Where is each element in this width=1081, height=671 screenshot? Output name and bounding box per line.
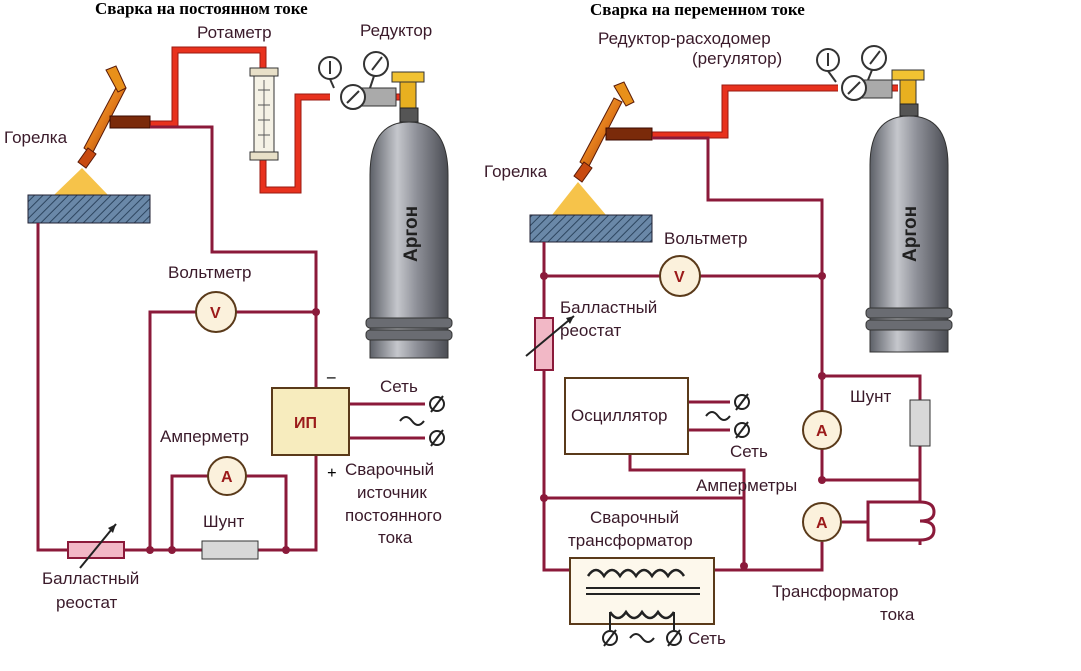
title-dc: Сварка на постоянном токе [95,0,308,18]
svg-text:A: A [816,423,828,440]
title-ac: Сварка на переменном токе [590,0,805,19]
current-transformer-label-2: тока [880,605,915,624]
svg-text:V: V [210,305,221,322]
ammeters-label: Амперметры [696,476,797,495]
ac-shunt [909,399,931,447]
dc-torch-label: Горелка [4,128,68,147]
ac-torch-label: Горелка [484,162,548,181]
svg-text:A: A [221,469,233,486]
dc-ballast-rheostat [67,523,125,569]
ac-network-label-1: Сеть [730,442,768,461]
dc-ammeter-label: Амперметр [160,427,249,446]
dc-workpiece [27,194,151,224]
dc-circuit: Ротаметр Редуктор Аргон [4,21,453,612]
ac-wires [542,136,922,572]
dc-reducer-label: Редуктор [360,21,432,40]
current-transformer-label-1: Трансформатор [772,582,898,601]
welding-transformer [569,557,715,630]
plus-sign: + [327,463,337,482]
rotameter [249,67,279,161]
ac-ballast-label-1: Балластный [560,298,657,317]
ac-network-terminals-2 [602,629,682,647]
svg-text:V: V [674,269,685,286]
ac-reducer-label-2: (регулятор) [692,49,782,68]
welding-source-label-3: постоянного [345,506,442,525]
dc-argon-cylinder: Аргон [365,107,453,359]
ac-gas-hose [652,85,838,138]
dc-power-source: ИП [271,387,350,456]
dc-voltmeter-label: Вольтметр [168,263,251,282]
dc-network-label: Сеть [380,377,418,396]
oscillator-label: Осциллятор [571,406,668,425]
ac-workpiece [529,214,653,243]
svg-text:A: A [816,515,828,532]
dc-network-terminals [399,395,445,447]
dc-torch [54,65,151,195]
ac-ammeter-2: A [802,502,842,542]
ac-reducer [816,45,925,105]
ps-label: ИП [294,415,317,432]
ac-voltmeter-label: Вольтметр [664,229,747,248]
dc-wires [36,125,425,552]
ac-circuit: Редуктор-расходомер (регулятор) [484,29,953,648]
dc-ballast-label-2: реостат [56,593,118,612]
transformer-label-1: Сварочный [590,508,679,527]
transformer-label-2: трансформатор [568,531,693,550]
dc-cylinder-label: Аргон [401,206,422,262]
dc-ammeter: A [207,456,247,496]
dc-shunt [201,540,259,560]
ac-network-label-2: Сеть [688,629,726,648]
ac-reducer-label-1: Редуктор-расходомер [598,29,771,48]
welding-source-label-1: Сварочный [345,460,434,479]
ac-argon-cylinder: Аргон [865,103,953,353]
ac-torch [552,81,653,215]
ac-voltmeter: V [659,255,701,297]
oscillator [564,377,689,455]
welding-source-label-4: тока [378,528,413,547]
dc-shunt-label: Шунт [203,512,244,531]
ac-ballast-rheostat [525,315,575,371]
ac-cylinder-label: Аргон [900,206,921,262]
ac-ammeter-1: A [802,410,842,450]
ac-shunt-label: Шунт [850,387,891,406]
minus-sign: – [326,367,336,386]
welding-source-label-2: источник [357,483,427,502]
dc-reducer [318,51,425,111]
dc-voltmeter: V [195,291,237,333]
dc-ballast-label-1: Балластный [42,569,139,588]
current-transformer-coil [919,500,936,542]
rotameter-label: Ротаметр [197,23,272,42]
ac-network-terminals-1 [705,393,750,439]
ac-ballast-label-2: реостат [560,321,622,340]
